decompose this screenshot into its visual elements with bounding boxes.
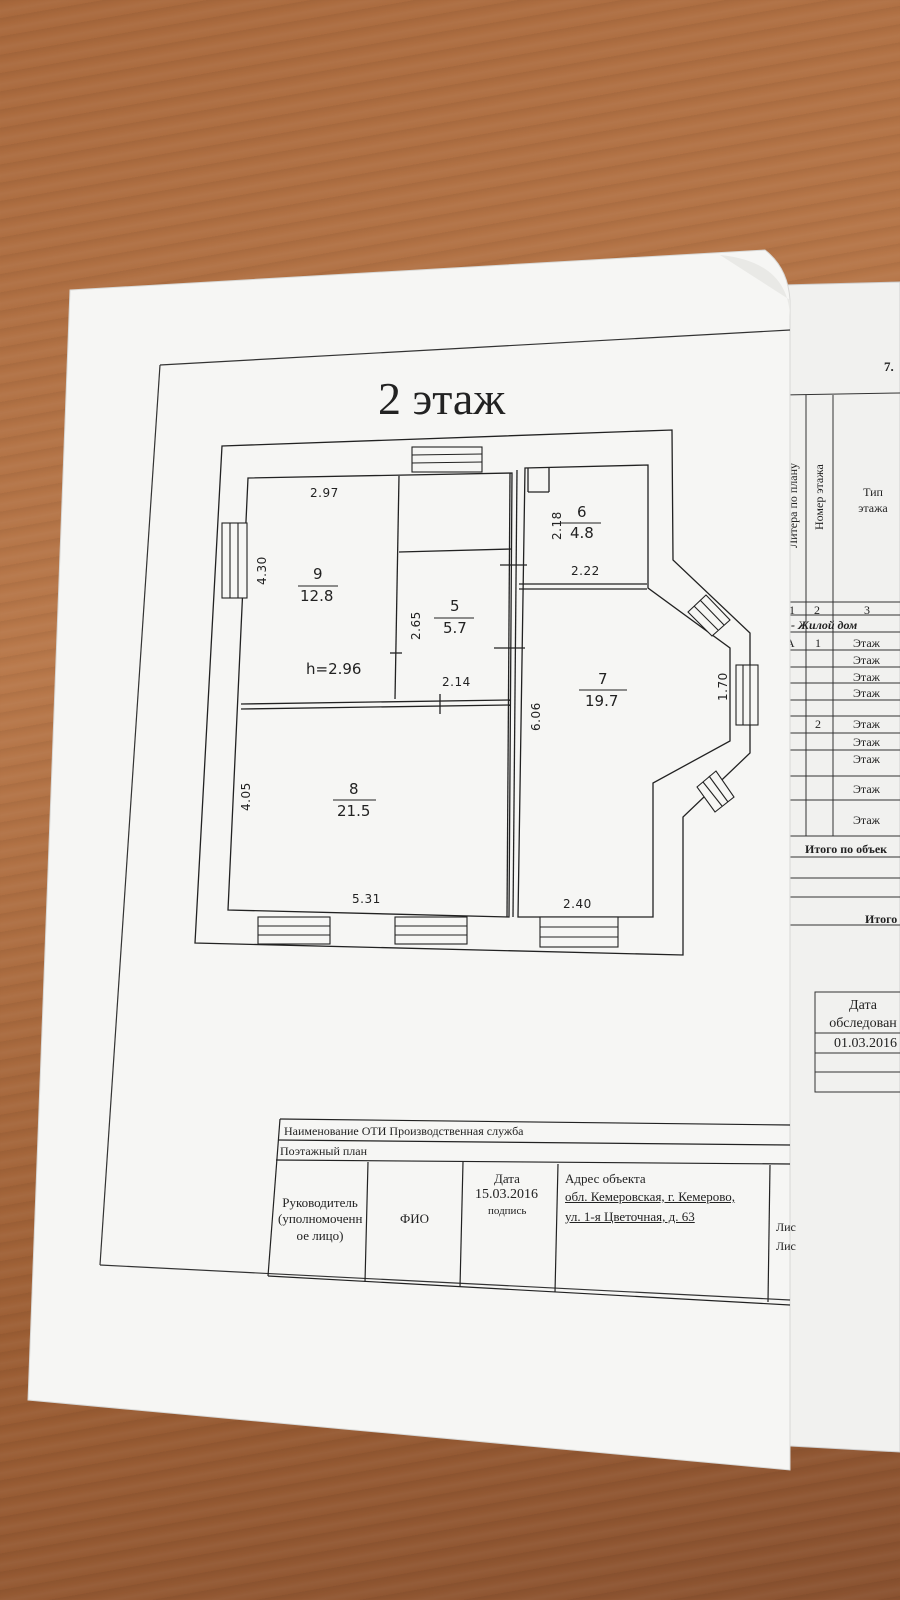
stamp-signature-label: подпись <box>488 1205 527 1217</box>
room-7-number: 7 <box>598 670 608 688</box>
row-4-type: Этаж <box>853 686 880 700</box>
row-2-type: Этаж <box>853 653 880 667</box>
row-3-type: Этаж <box>853 670 880 684</box>
room-5-area: 5.7 <box>443 619 467 637</box>
total-object-label: Итого по объек <box>805 842 888 856</box>
dim-2-40: 2.40 <box>563 897 592 911</box>
row-8-type: Этаж <box>853 782 880 796</box>
stamp-address-line-2: ул. 1-я Цветочная, д. 63 <box>565 1209 695 1224</box>
header-floor-type: Тип этажа <box>858 485 888 515</box>
room-8-number: 8 <box>349 780 359 798</box>
room-7-area: 19.7 <box>585 692 619 710</box>
row-1-type: Этаж <box>853 636 880 650</box>
section-label: А - Жилой дом <box>780 618 858 632</box>
stamp-date-value: 15.03.2016 <box>475 1187 538 1202</box>
room-9-number: 9 <box>313 565 323 583</box>
row-9-type: Этаж <box>853 813 880 827</box>
dim-5-31: 5.31 <box>352 892 381 906</box>
dim-4-05: 4.05 <box>239 782 253 811</box>
stamp-head-label: Руководитель (уполномоченн ое лицо) <box>278 1195 363 1243</box>
ceiling-height-note: h=2.96 <box>306 660 362 678</box>
col-number-3: 3 <box>864 603 870 617</box>
dim-2-18: 2.18 <box>550 511 564 540</box>
room-8-area: 21.5 <box>337 802 371 820</box>
stamp-fio-label: ФИО <box>400 1211 430 1226</box>
row-1-floor: 1 <box>815 636 821 650</box>
room-5-number: 5 <box>450 597 460 615</box>
stamp-doc-type: Поэтажный план <box>280 1144 368 1158</box>
dim-2-22: 2.22 <box>571 564 600 578</box>
stamp-address-line-1: обл. Кемеровская, г. Кемерово, <box>565 1189 736 1204</box>
dim-1-70: 1.70 <box>716 672 730 701</box>
stamp-sheet-label-2: Лис <box>776 1239 796 1253</box>
room-6-area: 4.8 <box>570 524 594 542</box>
row-7-type: Этаж <box>853 752 880 766</box>
survey-date-label: Дата обследован <box>829 998 897 1031</box>
survey-date-value: 01.03.2016 <box>834 1036 897 1051</box>
dim-2-65: 2.65 <box>409 611 423 640</box>
dim-6-06: 6.06 <box>529 702 543 731</box>
total-label: Итого <box>865 912 898 926</box>
room-9-area: 12.8 <box>300 587 334 605</box>
stamp-date-label: Дата <box>494 1171 520 1186</box>
col-number-2: 2 <box>814 603 820 617</box>
row-5-floor: 2 <box>815 717 821 731</box>
floor-title: 2 этаж <box>378 373 506 424</box>
row-5-type: Этаж <box>853 717 880 731</box>
dim-4-30: 4.30 <box>255 556 269 585</box>
room-6-number: 6 <box>577 503 587 521</box>
stamp-sheet-label-1: Лис <box>776 1220 796 1234</box>
right-page-corner-number: 7. <box>884 359 894 374</box>
stamp-org: Наименование ОТИ Производственная служба <box>284 1124 524 1138</box>
col-number-1: 1 <box>789 603 795 617</box>
dim-2-97: 2.97 <box>310 486 339 500</box>
stamp-address-label: Адрес объекта <box>565 1171 646 1186</box>
dim-2-14: 2.14 <box>442 675 471 689</box>
row-6-type: Этаж <box>853 735 880 749</box>
